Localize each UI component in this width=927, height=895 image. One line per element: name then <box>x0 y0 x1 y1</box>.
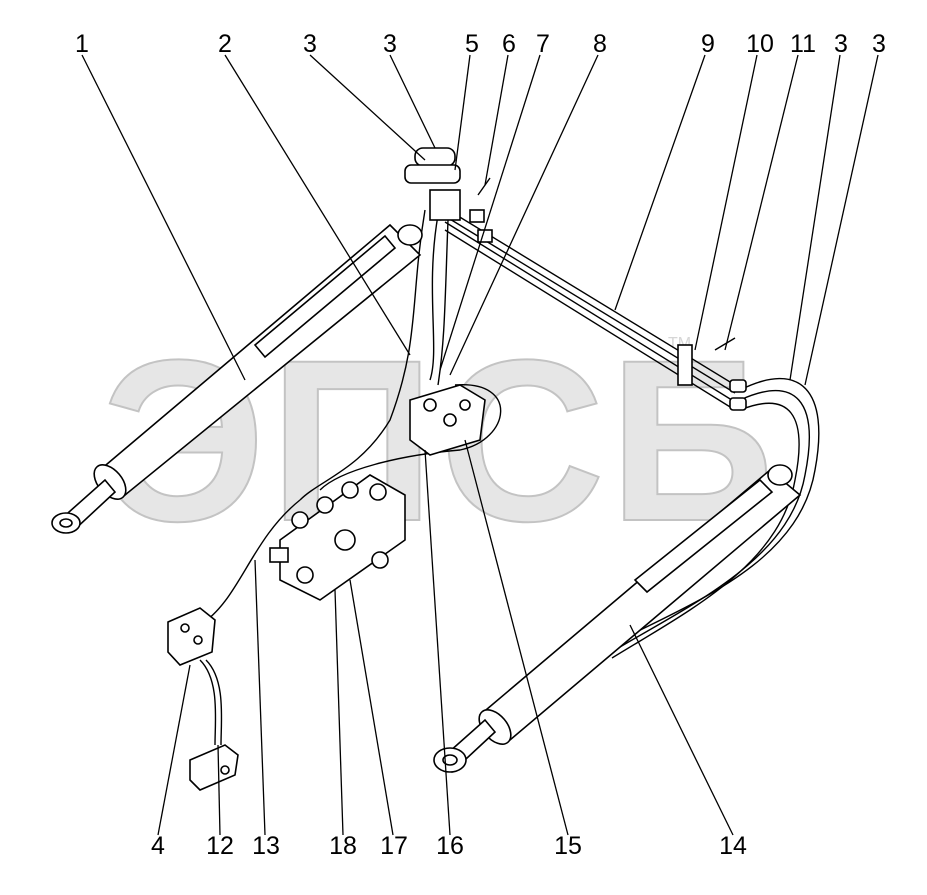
callout-12: 12 <box>206 832 234 860</box>
main-control-valve <box>269 474 406 601</box>
callout-3b: 3 <box>383 30 397 58</box>
bottom-block <box>189 744 239 791</box>
callout-3d: 3 <box>872 30 886 58</box>
callout-11: 11 <box>790 30 816 58</box>
left-hose <box>199 499 301 746</box>
callout-8: 8 <box>593 30 607 58</box>
callout-6: 6 <box>502 30 516 58</box>
callout-17: 17 <box>380 832 408 860</box>
callout-18: 18 <box>329 832 357 860</box>
callout-10: 10 <box>746 30 774 58</box>
top-callouts: 1 2 3 3 5 6 7 8 9 10 11 3 3 <box>75 30 886 58</box>
callout-5: 5 <box>465 30 479 58</box>
right-cylinder <box>433 464 802 774</box>
leader-lines <box>81 54 879 836</box>
upper-valve <box>409 384 486 456</box>
callout-9: 9 <box>701 30 715 58</box>
callout-2: 2 <box>218 30 232 58</box>
callout-3c: 3 <box>834 30 848 58</box>
callout-3a: 3 <box>303 30 317 58</box>
bottom-callouts: 4 12 13 18 17 16 15 14 <box>151 832 747 860</box>
left-cylinder <box>51 223 423 534</box>
side-valve <box>167 607 216 666</box>
right-clamp <box>677 337 747 411</box>
callout-16: 16 <box>436 832 464 860</box>
callout-15: 15 <box>554 832 582 860</box>
callout-7: 7 <box>536 30 550 58</box>
callout-13: 13 <box>252 832 280 860</box>
callout-4: 4 <box>151 832 165 860</box>
callout-14: 14 <box>719 832 747 860</box>
callout-1: 1 <box>75 30 89 58</box>
